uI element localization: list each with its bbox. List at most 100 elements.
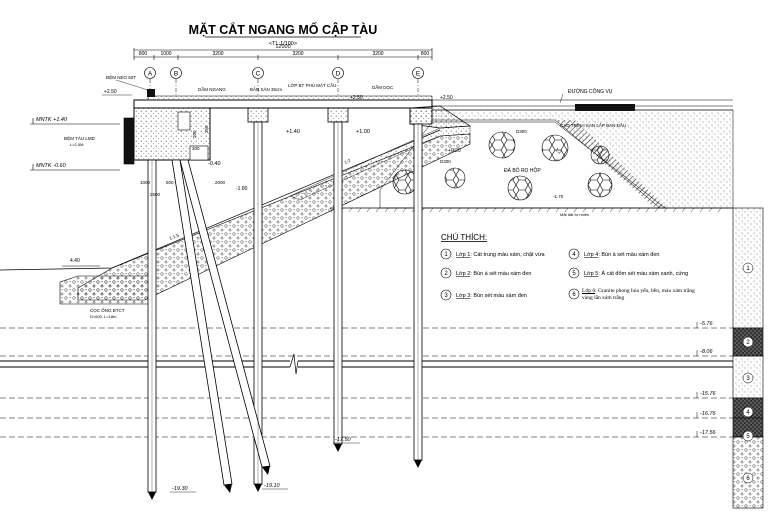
elev-layer-5: -17.56 <box>700 430 717 436</box>
ground-tick <box>348 207 353 213</box>
original-slope <box>0 129 441 271</box>
beam-void-1 <box>177 111 191 131</box>
legend-item-4: Lớp 4: Bùn á sét màu xám đen <box>584 252 659 258</box>
borehole-4: 4 <box>746 410 750 416</box>
ground-tick <box>618 207 623 213</box>
mntk-high: MNTK +1.40 <box>36 117 68 123</box>
ground-ticks <box>330 207 722 213</box>
water-level-marks <box>30 118 120 171</box>
duong-cong-vu-label: ĐƯỜNG CÔNG VỤ <box>568 88 613 95</box>
axis-c-label: C <box>256 71 261 78</box>
rock-toe-elev: -1.70 <box>553 194 564 199</box>
rock-boulders <box>392 131 613 201</box>
ground-tick <box>708 207 713 213</box>
dim-1000: 1000 <box>140 180 151 185</box>
dim-500: 500 <box>166 180 174 185</box>
rock-size-b: D300 <box>440 159 451 164</box>
legend-num-5: 5 <box>572 271 576 277</box>
slope-c-label: 1:2 <box>554 147 562 155</box>
borehole-6: 6 <box>746 476 750 482</box>
dim-2000: 2000 <box>215 180 226 185</box>
elev-top-left: +2.50 <box>104 89 117 95</box>
revetment-toe <box>59 275 151 305</box>
ground-tick <box>474 207 479 213</box>
borehole-number-circles <box>742 262 754 484</box>
ground-tick <box>519 207 524 213</box>
pile-tips <box>148 444 422 500</box>
elev-layer-3: -15.76 <box>700 391 717 397</box>
mntk-low: MNTK -0.60 <box>36 163 67 169</box>
break-symbol <box>289 353 299 375</box>
slope-b-label: 1:1.5 <box>169 232 181 241</box>
dim-seg-1: 800 <box>139 51 148 57</box>
pile-centerlines <box>151 122 419 492</box>
dim-200: 200 <box>192 130 197 138</box>
ground-tick <box>654 207 659 213</box>
ground-tick <box>492 207 497 213</box>
legend-number-circles <box>440 248 580 301</box>
ground-tick <box>663 207 668 213</box>
ground-tick <box>456 207 461 213</box>
legend-item-5: Lớp 5: Á cát đốm sét màu xám xanh, cứng <box>584 270 688 277</box>
cao-trinh-label: CAO TRÌNH SAN LẤP BAN ĐẦU <box>560 122 626 128</box>
axis-lines <box>149 79 419 96</box>
legend-num-6: 6 <box>572 292 576 298</box>
dam-doc-label: DẦM DỌC <box>372 84 394 90</box>
ground-tick <box>645 207 650 213</box>
beam-void-2 <box>189 145 209 161</box>
drawing-title: MẶT CẮT NGANG MỐ CẬP TÀU <box>189 22 378 37</box>
lop-be-tong-label: LỚP BT PHỦ MẶT CẦU <box>288 82 336 88</box>
axis-d-label: D <box>336 71 341 78</box>
ground-tick <box>555 207 560 213</box>
elev-layer-2: -8.06 <box>700 349 713 355</box>
ground-tick <box>537 207 542 213</box>
dem-tau-label: ĐỆM TÀU LMD <box>64 134 96 141</box>
elev-layer-1: -5.76 <box>700 321 713 327</box>
axis-a-label: A <box>148 71 153 78</box>
ground-tick <box>573 207 578 213</box>
ground-tick <box>393 207 398 213</box>
ground-tick <box>438 207 443 213</box>
borehole-2: 2 <box>746 340 750 346</box>
dim-total: 12000 <box>275 44 290 50</box>
ground-tick <box>510 207 515 213</box>
soil-boundaries <box>0 327 733 438</box>
bollard <box>147 89 155 97</box>
ground-tick <box>447 207 452 213</box>
elev-deck-2: +1.00 <box>356 129 370 135</box>
elev-beam-mid: +0.20 <box>448 148 461 154</box>
ground-tick <box>564 207 569 213</box>
rock-size-a: D300 <box>516 129 527 134</box>
dim-seg-5: 3200 <box>372 51 383 57</box>
deck-surface <box>147 95 433 101</box>
legend-num-3: 3 <box>444 293 448 299</box>
ground-tick <box>429 207 434 213</box>
ground-tick <box>375 207 380 213</box>
ground-tick <box>717 207 722 213</box>
dim-300: 300 <box>192 146 200 151</box>
borehole-5: 5 <box>746 434 750 440</box>
elev-beam-low: -0.40 <box>208 161 221 167</box>
legend-num-1: 1 <box>444 252 448 258</box>
legend-item-3: Lớp 3: Bùn sét màu xám đen <box>456 293 527 299</box>
abutment-block <box>409 105 472 129</box>
coc-ong-sub: D=600, L=18m <box>90 314 117 319</box>
ground-tick <box>546 207 551 213</box>
da-do-ro-label: ĐÁ BỎ RỌ HỘP <box>504 167 541 174</box>
deck-slab <box>133 99 433 109</box>
dim-250: 250 <box>204 125 209 133</box>
elev-pile-short: -17.50 <box>335 437 352 443</box>
ground-tick <box>465 207 470 213</box>
elev-deck-1: +1.40 <box>286 129 300 135</box>
legend-item-2: Lớp 2: Bùn á sét màu xám đen <box>456 271 531 277</box>
water-lines <box>0 360 733 368</box>
elev-layer-4: -16.76 <box>700 411 717 417</box>
ban-san-label: BẢN SÀN 35cm <box>250 86 282 92</box>
elev-pile-a: -19.30 <box>172 486 189 492</box>
borehole-3: 3 <box>746 376 750 382</box>
ground-tick <box>402 207 407 213</box>
seabed-elev: 4.40 <box>70 258 80 264</box>
elev-top-mid: +2.50 <box>350 95 363 101</box>
